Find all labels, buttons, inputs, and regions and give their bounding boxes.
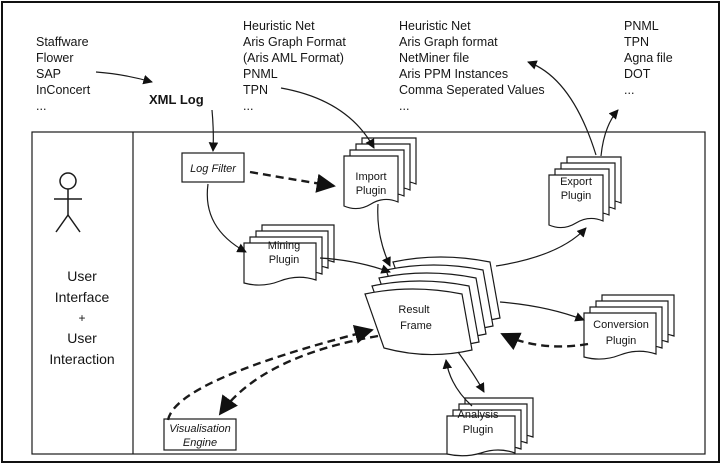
user-label-plus: + <box>78 311 85 325</box>
import-format-item: ... <box>243 99 253 113</box>
framework-container <box>31 131 706 455</box>
conversion-plugin-label: Plugin <box>606 335 637 347</box>
result-frame-label: Result <box>398 304 429 316</box>
mining-plugin-to-result-frame-arrow <box>319 257 391 274</box>
visualisation-to-result-frame-dashed-arrow <box>166 324 374 421</box>
export-formats-list: Heuristic Net Aris Graph format NetMiner… <box>399 19 545 113</box>
conversion-plugin-label: Conversion <box>593 319 649 331</box>
mining-plugin-box: Mining Plugin <box>243 224 335 286</box>
export-format-item: Aris PPM Instances <box>399 67 508 81</box>
result-frame-to-visualisation-dashed-arrow <box>218 334 379 416</box>
export-format-item: Comma Seperated Values <box>399 83 545 97</box>
visualisation-engine-box: Visualisation Engine <box>163 418 237 451</box>
visualisation-engine-label: Engine <box>183 437 217 449</box>
export-format-item: NetMiner file <box>399 51 469 65</box>
export-format-right-item: PNML <box>624 19 659 33</box>
export-format-right-item: Agna file <box>624 51 673 65</box>
import-plugin-label: Plugin <box>356 185 387 197</box>
mining-plugin-label: Mining <box>268 240 300 252</box>
control-flow-arrows <box>166 170 589 421</box>
conversion-plugin-to-result-frame-dashed-arrow <box>500 332 589 351</box>
source-tool-item: Flower <box>36 51 74 65</box>
source-tools-list: Staffware Flower SAP InConcert ... <box>36 35 91 113</box>
xml-log-to-log-filter-arrow <box>208 109 219 152</box>
export-plugin-label: Export <box>560 176 592 188</box>
tools-to-xml-log-arrow <box>95 71 153 85</box>
user-label-line: Interaction <box>49 351 114 367</box>
import-plugin-to-result-frame-arrow <box>377 203 391 267</box>
import-formats-to-import-plugin-arrow <box>280 87 375 149</box>
result-frame-to-export-plugin-arrow <box>495 227 587 267</box>
import-format-item: (Aris AML Format) <box>243 51 344 65</box>
export-plugin-box: Export Plugin <box>548 156 622 229</box>
export-plugin-to-formats-arrow <box>527 60 597 156</box>
user-stick-figure-icon <box>54 172 82 233</box>
user-label-line: User <box>67 268 97 284</box>
source-tool-item: ... <box>36 99 46 113</box>
result-frame-to-analysis-plugin-arrow <box>457 351 485 393</box>
visualisation-engine-label: Visualisation <box>169 423 231 435</box>
export-format-right-item: DOT <box>624 67 651 81</box>
user-interface-label: User Interface + User Interaction <box>49 268 114 367</box>
analysis-plugin-label: Plugin <box>463 424 494 436</box>
user-label-line: Interface <box>55 289 110 305</box>
source-tool-item: SAP <box>36 67 61 81</box>
source-tool-item: Staffware <box>36 35 89 49</box>
export-format-item: Aris Graph format <box>399 35 498 49</box>
import-format-item: Aris Graph Format <box>243 35 346 49</box>
data-flow-arrows <box>95 60 619 407</box>
log-filter-to-mining-plugin-arrow <box>206 183 247 253</box>
mining-plugin-label: Plugin <box>269 254 300 266</box>
import-format-item: TPN <box>243 83 268 97</box>
result-frame-to-conversion-plugin-arrow <box>499 301 585 322</box>
source-tool-item: InConcert <box>36 83 91 97</box>
result-frame-label: Frame <box>400 320 432 332</box>
import-formats-list: Heuristic Net Aris Graph Format (Aris AM… <box>243 19 346 113</box>
conversion-plugin-box: Conversion Plugin <box>583 294 675 360</box>
export-format-item: ... <box>399 99 409 113</box>
import-format-item: PNML <box>243 67 278 81</box>
export-plugin-to-right-formats-arrow <box>600 109 619 157</box>
user-label-line: User <box>67 330 97 346</box>
import-format-item: Heuristic Net <box>243 19 315 33</box>
result-frame-box: Result Frame <box>364 256 501 356</box>
import-plugin-box: Import Plugin <box>343 137 417 210</box>
xml-log-label: XML Log <box>149 92 204 107</box>
log-filter-label: Log Filter <box>190 163 237 175</box>
import-plugin-label: Import <box>355 171 386 183</box>
export-plugin-label: Plugin <box>561 190 592 202</box>
analysis-plugin-box: Analysis Plugin <box>446 397 534 457</box>
export-format-right-item: TPN <box>624 35 649 49</box>
log-filter-to-import-plugin-dashed-arrow <box>249 170 336 193</box>
export-format-right-item: ... <box>624 83 634 97</box>
export-formats-right-list: PNML TPN Agna file DOT ... <box>624 19 673 97</box>
log-filter-box: Log Filter <box>181 152 245 183</box>
analysis-plugin-to-result-frame-arrow <box>442 359 473 407</box>
analysis-plugin-label: Analysis <box>458 409 499 421</box>
export-format-item: Heuristic Net <box>399 19 471 33</box>
